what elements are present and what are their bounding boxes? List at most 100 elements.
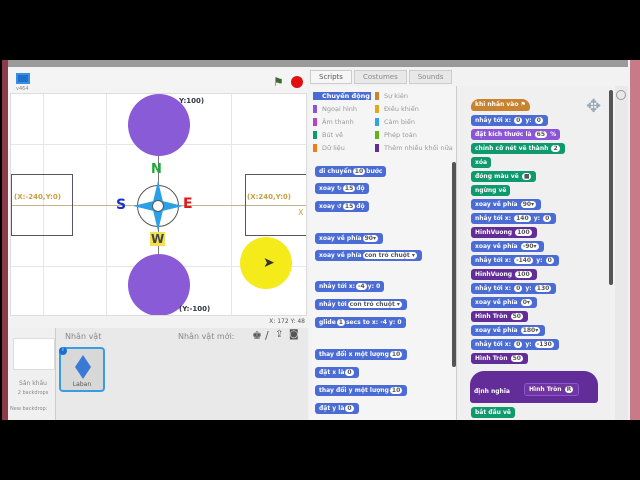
pen-down-block[interactable]: bắt đầu vẽ — [471, 407, 515, 418]
block-input[interactable]: -90▾ — [520, 243, 539, 250]
block-input[interactable]: 10 — [352, 168, 366, 175]
script-block[interactable]: xoay về phía -90▾ — [471, 241, 544, 252]
param-r[interactable]: R — [564, 386, 574, 393]
category-item[interactable]: Chuyển động — [313, 92, 371, 100]
block-input[interactable]: 15 — [342, 185, 356, 192]
block-input[interactable]: 100 — [515, 271, 532, 278]
script-block[interactable]: xóa — [471, 157, 492, 168]
script-block[interactable]: HinhVuong 100 — [471, 269, 537, 280]
block-input[interactable]: 50 — [510, 355, 523, 362]
block-input[interactable]: 100 — [515, 229, 532, 236]
script-block[interactable]: nhảy tới x: 0 y: -130 — [471, 339, 559, 350]
script-area[interactable] — [457, 86, 611, 420]
block-input[interactable]: con trỏ chuột ▾ — [347, 301, 402, 308]
block-input[interactable]: -140 — [514, 257, 534, 264]
info-icon[interactable]: i — [59, 347, 67, 355]
block-input[interactable]: 130 — [534, 285, 552, 292]
block-input[interactable]: 10 — [389, 387, 403, 394]
block-input[interactable]: 0▾ — [520, 299, 532, 306]
block-input[interactable]: 2 — [551, 145, 560, 152]
mouse-highlight — [240, 237, 292, 289]
block-input[interactable]: 15 — [342, 203, 356, 210]
category-item[interactable]: Điều khiển — [375, 105, 419, 113]
script-block[interactable]: nhảy tới x: 0 y: 0 — [471, 115, 548, 126]
category-item[interactable]: Dữ liệu — [313, 144, 345, 152]
block-input[interactable]: 0 — [545, 257, 554, 264]
block-input[interactable]: 0 — [514, 117, 523, 124]
stop-icon[interactable] — [291, 76, 303, 88]
sprite-library-icon[interactable]: ♚ — [252, 329, 262, 342]
tab-sounds[interactable]: Sounds — [408, 70, 453, 84]
block-input[interactable]: 90▾ — [362, 235, 378, 242]
category-item[interactable]: Sự kiện — [375, 92, 408, 100]
category-item[interactable]: Bút vẽ — [313, 131, 343, 139]
block-input[interactable]: -130 — [534, 341, 554, 348]
block-input[interactable]: 180▾ — [520, 327, 541, 334]
block-input[interactable]: con trỏ chuột ▾ — [362, 252, 417, 259]
script-block[interactable]: chỉnh cỡ nét vẽ thành 2 — [471, 143, 565, 154]
block-input[interactable]: ■ — [521, 173, 532, 180]
script-block[interactable]: Hình Tròn 50 — [471, 353, 528, 364]
category-item[interactable]: Phép toán — [375, 131, 417, 139]
script-block[interactable]: nhảy tới x: 140 y: 0 — [471, 213, 557, 224]
stage-thumbnail[interactable] — [13, 338, 55, 370]
block-input[interactable]: 0 — [514, 341, 523, 348]
presentation-mode-icon[interactable] — [16, 73, 30, 84]
stage[interactable]: Y:100) (Y:-100) (X:-240,Y:0) (X:240,Y:0)… — [10, 93, 307, 316]
paint-icon[interactable]: / — [265, 329, 269, 342]
block-input[interactable]: 0 — [534, 117, 543, 124]
script-block[interactable]: khi nhấn vào ⚑ — [471, 99, 530, 111]
script-block[interactable]: HinhVuong 100 — [471, 227, 537, 238]
block-input[interactable]: 0 — [345, 405, 354, 412]
category-item[interactable]: Thêm nhiều khối nữa — [375, 144, 453, 152]
category-item[interactable]: Cảm biến — [375, 118, 415, 126]
block-input[interactable]: 0 — [543, 215, 552, 222]
script-block[interactable]: xoay về phía 90▾ — [471, 199, 542, 210]
block-input[interactable]: 140 — [514, 215, 531, 222]
sprite-item-laban[interactable]: i Laban — [59, 347, 105, 392]
script-block[interactable]: đặt kích thước là 65 % — [471, 129, 561, 140]
sprite-thumbnail — [75, 355, 91, 379]
tab-costumes[interactable]: Costumes — [353, 70, 407, 84]
block-input[interactable]: 50 — [510, 313, 523, 320]
script-block[interactable]: đóng màu vẽ ■ — [471, 171, 537, 182]
script-block[interactable]: xoay về phía 180▾ — [471, 325, 546, 336]
script-block[interactable]: Hình Tròn 50 — [471, 311, 528, 322]
script-scrollbar[interactable] — [609, 90, 613, 285]
block-input[interactable]: 65 — [534, 131, 548, 138]
category-item[interactable]: Ngoại hình — [313, 105, 357, 113]
category-item[interactable]: Âm thanh — [313, 118, 354, 126]
block-input[interactable]: 90▾ — [520, 201, 537, 208]
block-input[interactable]: 0 — [514, 285, 523, 292]
define-block[interactable]: định nghĩa Hình Tròn R — [470, 371, 598, 403]
compass-sprite[interactable] — [133, 181, 183, 231]
zoom-reset-icon[interactable] — [616, 90, 626, 100]
block-input[interactable]: 10 — [389, 351, 403, 358]
upload-icon[interactable]: ⇪ — [275, 329, 284, 340]
script-block[interactable]: nhảy tới x: 0 y: 130 — [471, 283, 557, 294]
script-block[interactable]: xoay về phía 0▾ — [471, 297, 537, 308]
square-left — [11, 174, 73, 236]
block-input[interactable]: 1 — [336, 319, 345, 326]
sprite-direction-icon: ✥ — [586, 96, 602, 117]
tab-scripts[interactable]: Scripts — [310, 70, 352, 84]
green-flag-icon[interactable]: ⚑ — [273, 75, 284, 89]
block-input[interactable]: 0 — [345, 369, 354, 376]
camera-icon[interactable]: ◙ — [289, 329, 299, 340]
block-input[interactable]: -4 — [356, 283, 367, 290]
script-block[interactable]: ngừng vẽ — [471, 185, 511, 196]
palette-scrollbar[interactable] — [452, 162, 456, 367]
script-block[interactable]: nhảy tới x: -140 y: 0 — [471, 255, 559, 266]
